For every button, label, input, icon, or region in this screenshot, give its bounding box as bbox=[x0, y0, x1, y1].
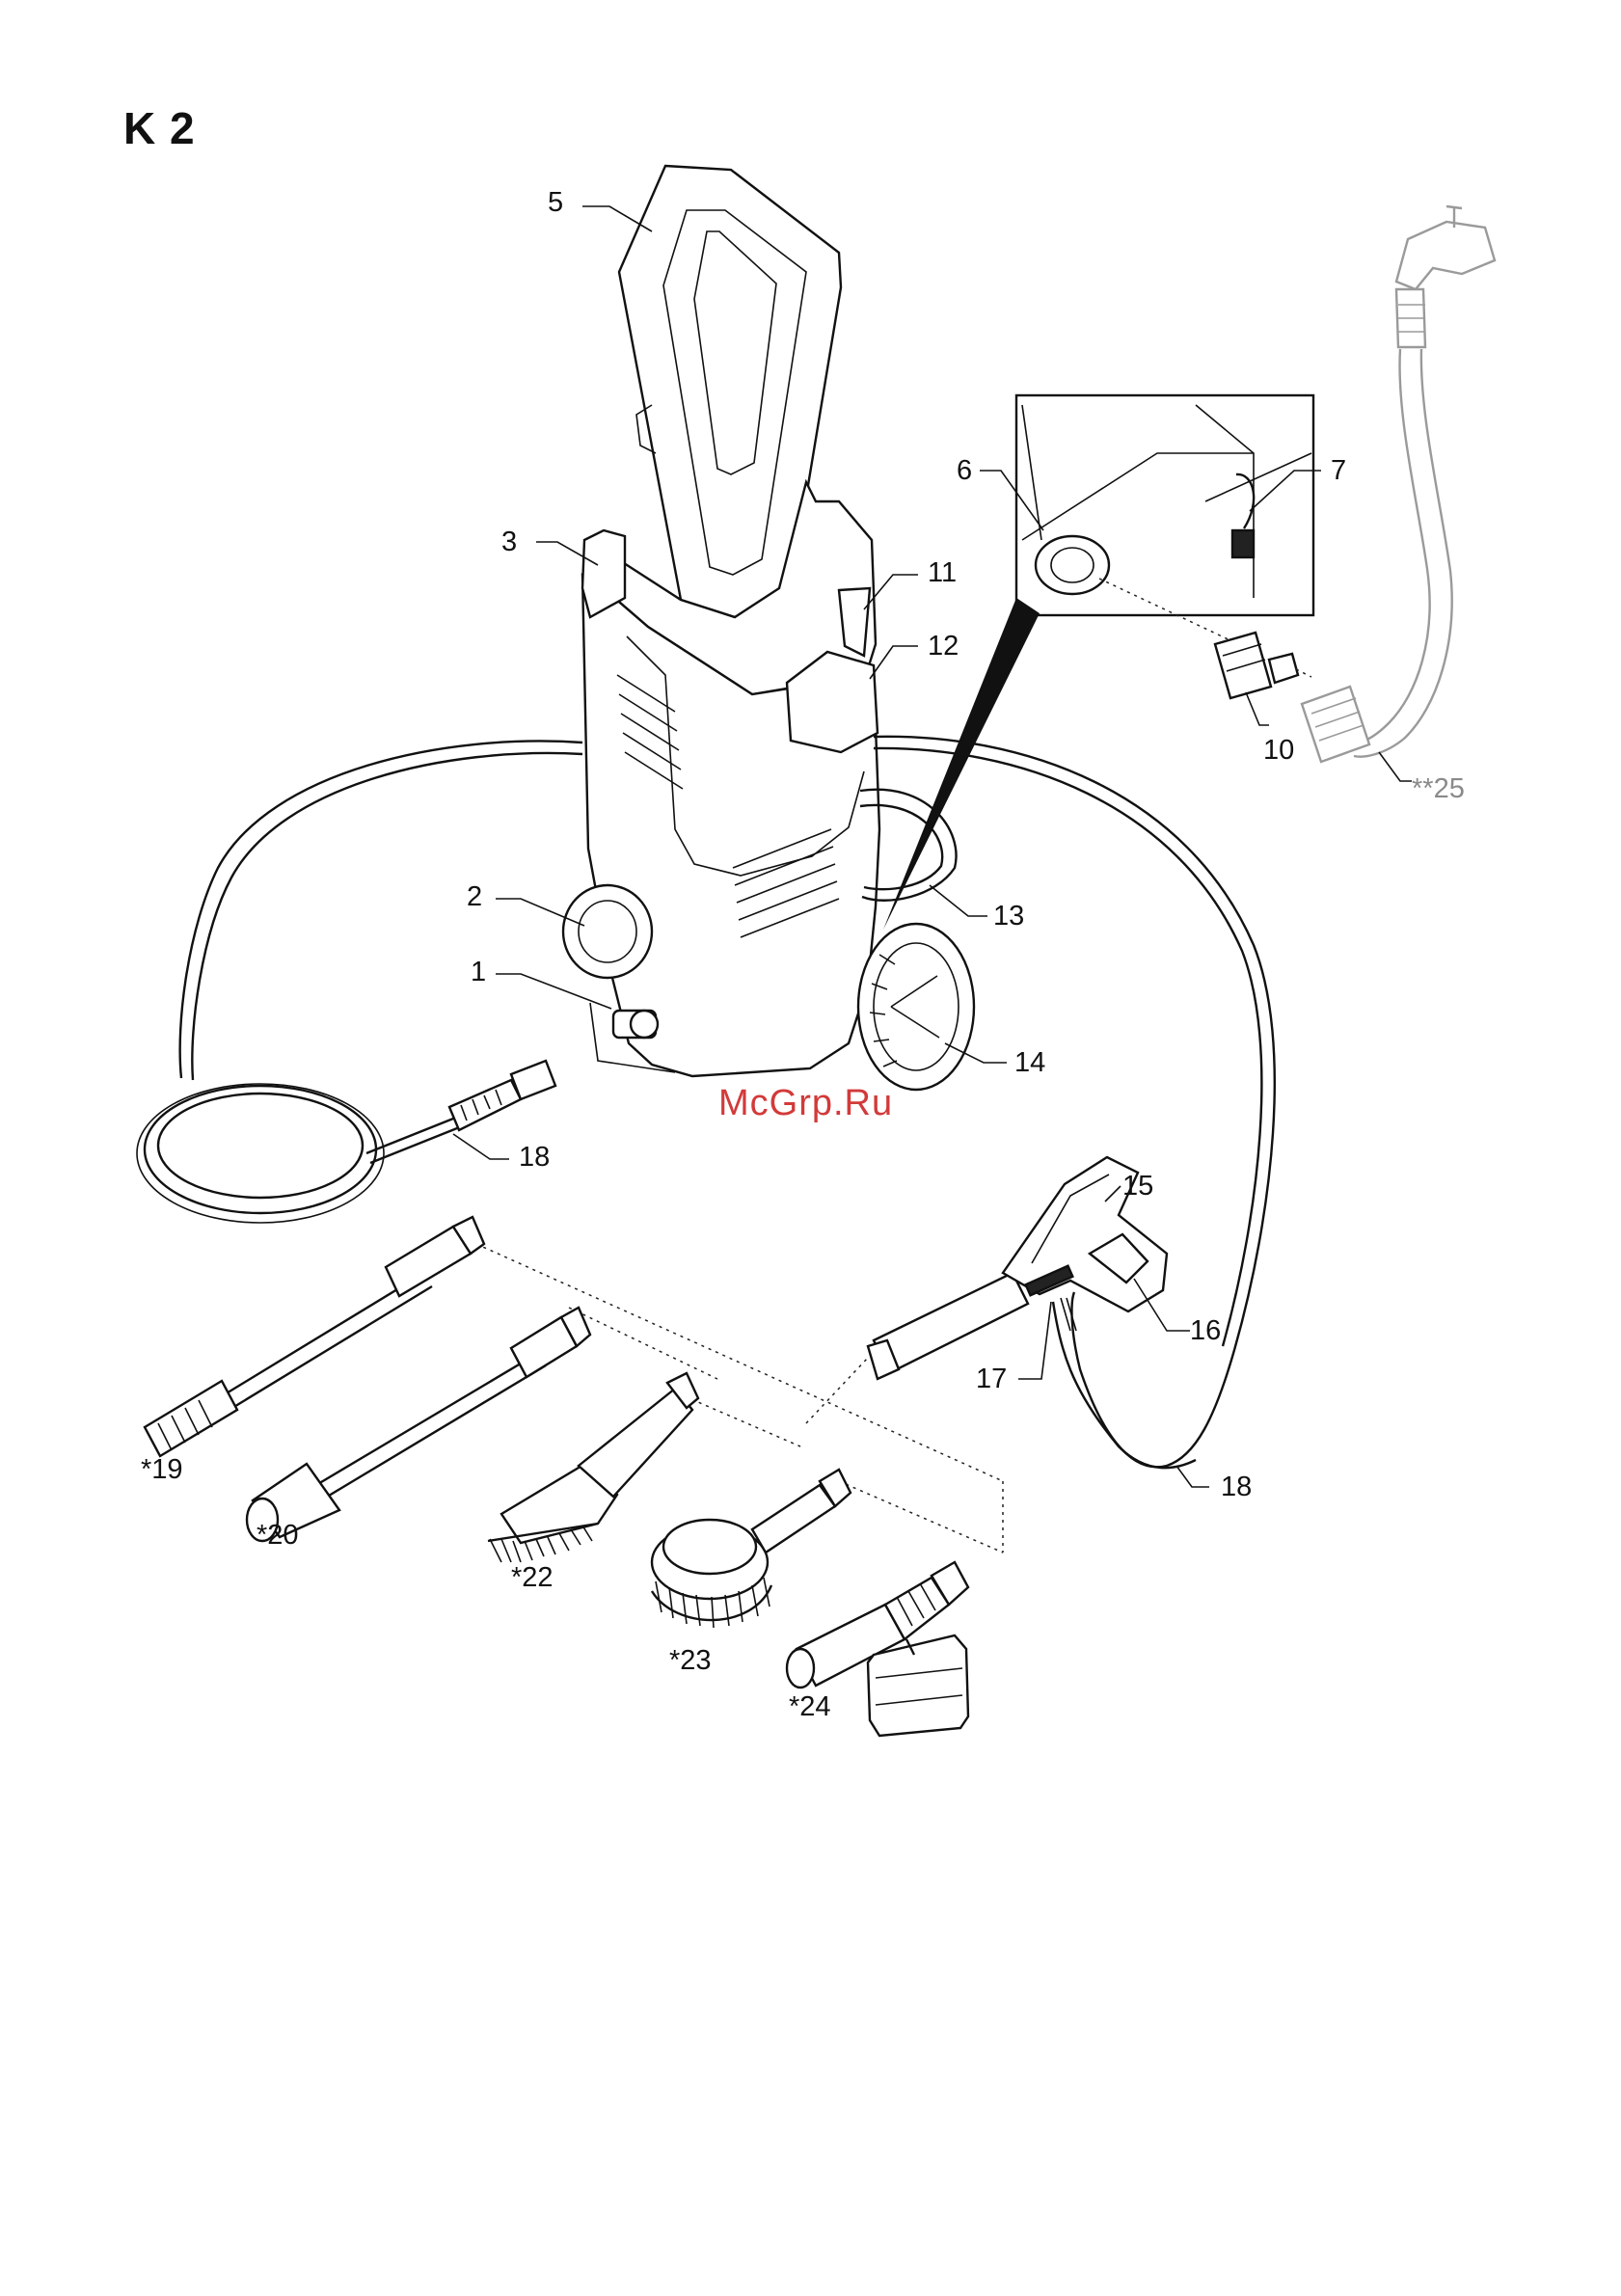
inlet-detail-inset bbox=[1016, 395, 1313, 642]
callout-23: *23 bbox=[669, 1645, 712, 1677]
callout-18-hose: 18 bbox=[519, 1142, 550, 1174]
callout-12: 12 bbox=[928, 631, 959, 662]
callout-16: 16 bbox=[1190, 1315, 1221, 1347]
callout-15: 15 bbox=[1122, 1171, 1153, 1202]
callout-3: 3 bbox=[501, 527, 517, 558]
rotating-wash-brush bbox=[652, 1470, 851, 1628]
wheel bbox=[858, 924, 974, 1090]
callout-7: 7 bbox=[1331, 455, 1346, 487]
callout-14: 14 bbox=[1014, 1047, 1045, 1079]
wash-brush bbox=[488, 1373, 698, 1562]
callout-2: 2 bbox=[467, 881, 482, 913]
callout-25: **25 bbox=[1412, 773, 1465, 805]
callout-17: 17 bbox=[976, 1364, 1007, 1395]
watermark: McGrp.Ru bbox=[718, 1083, 893, 1124]
callout-18-gun: 18 bbox=[1221, 1472, 1252, 1503]
spray-gun bbox=[868, 1157, 1196, 1468]
callout-20: *20 bbox=[257, 1520, 299, 1552]
vario-lance bbox=[145, 1217, 484, 1456]
callout-11: 11 bbox=[928, 557, 957, 589]
callout-19: *19 bbox=[141, 1454, 183, 1486]
inlet-coupling bbox=[1215, 633, 1311, 698]
callout-6: 6 bbox=[957, 455, 972, 487]
callout-10: 10 bbox=[1263, 735, 1294, 767]
pressure-washer-body bbox=[563, 166, 879, 1076]
callout-24: *24 bbox=[789, 1691, 831, 1723]
callout-22: *22 bbox=[511, 1562, 554, 1594]
callout-13: 13 bbox=[993, 901, 1024, 932]
callout-5: 5 bbox=[548, 187, 563, 219]
callout-1: 1 bbox=[471, 957, 486, 988]
inset-pointer bbox=[883, 598, 1040, 930]
